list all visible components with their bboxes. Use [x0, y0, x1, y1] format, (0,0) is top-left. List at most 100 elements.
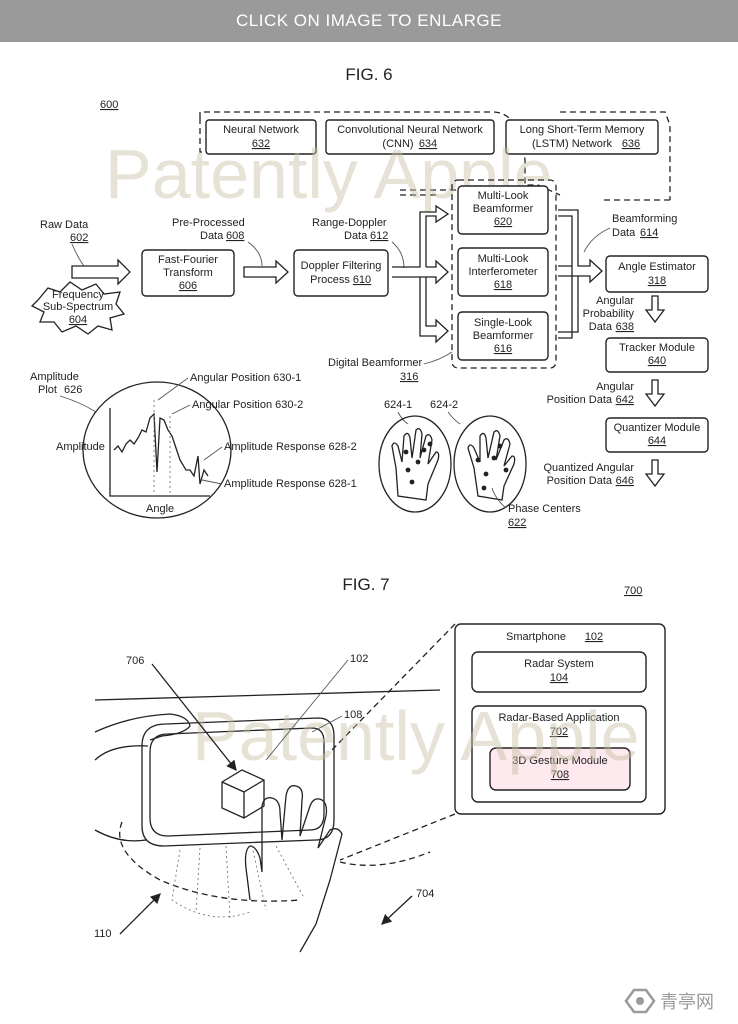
hand-circle-2: [453, 415, 527, 513]
logo-graphic: 青亭网: [624, 988, 714, 1014]
multi-look-interferometer-box: [457, 247, 549, 297]
range-doppler-label-1: Range-Doppler: [312, 217, 387, 229]
raw-data-arrow: [71, 258, 131, 286]
amplitude-plot-circle: [82, 381, 232, 519]
tracker-num: 640: [648, 355, 666, 367]
ang-pos-630-1: Angular Position 630-1: [190, 372, 301, 384]
tracker-label: Tracker Module: [619, 342, 695, 354]
ref-108: 108: [344, 709, 362, 721]
radar-app-num: 702: [550, 726, 568, 738]
amp-plot-label-2: Plot: [38, 384, 57, 396]
ang-prob-1: Angular: [596, 295, 634, 307]
range-doppler-label-2: Data: [344, 230, 368, 242]
radar-system-box: [471, 651, 647, 693]
patent-diagram[interactable]: FIG. 6 600 Neural Network 632 Convolutio…: [0, 42, 738, 1024]
slb-num: 616: [494, 343, 512, 355]
merge-arrows: [558, 209, 603, 339]
quantizer-label: Quantizer Module: [614, 422, 701, 434]
right-hand: [244, 785, 343, 953]
bf-data-label-2: Data: [612, 227, 636, 239]
nn-label: Neural Network: [223, 124, 299, 136]
mli-num: 618: [494, 279, 512, 291]
doppler-label-1: Doppler Filtering: [301, 260, 382, 272]
nn-group: Neural Network 632 Convolutional Neural …: [199, 111, 671, 201]
preproc-label-1: Pre-Processed: [172, 217, 245, 229]
mlb-num: 620: [494, 216, 512, 228]
radar-num: 104: [550, 672, 568, 684]
cnn-label: Convolutional Neural Network: [337, 124, 483, 136]
fig6-ref: 600: [100, 99, 118, 111]
cnn-box: [325, 119, 495, 155]
hand-ref-2: 624-2: [430, 399, 458, 411]
ang-prob-2: Probability: [583, 308, 635, 320]
doppler-box: [293, 249, 389, 297]
preproc-label-2: Data: [200, 230, 224, 242]
freq-label-1: Frequency: [52, 289, 104, 301]
slb-label-2: Beamformer: [473, 330, 534, 342]
mli-label-2: Interferometer: [468, 266, 537, 278]
radar-app-label: Radar-Based Application: [498, 712, 619, 724]
neural-network-box: [205, 119, 317, 155]
raw-data-label: Raw Data: [40, 219, 89, 231]
phase-centers-num: 622: [508, 517, 526, 529]
quant-pos-1: Quantized Angular: [543, 462, 634, 474]
digital-beamformer-container: [451, 179, 557, 369]
gesture-num: 708: [551, 769, 569, 781]
amplitude-axes: [109, 408, 210, 497]
freq-num: 604: [69, 314, 87, 326]
preproc-num: 608: [226, 230, 244, 242]
smartphone-num: 102: [585, 631, 603, 643]
table-edge: [94, 689, 441, 701]
ref-110: 110: [94, 928, 112, 940]
cnn-label-2: (CNN): [382, 138, 413, 150]
phase-centers-label: Phase Centers: [508, 503, 581, 515]
phase-centers: [403, 441, 509, 491]
digital-bf-num: 316: [400, 371, 418, 383]
radar-label: Radar System: [524, 658, 594, 670]
ang-pos-num: 642: [616, 394, 634, 406]
fft-num: 606: [179, 280, 197, 292]
bf-data-label-1: Beamforming: [612, 213, 677, 225]
fig6-title: FIG. 6: [345, 65, 392, 84]
phone-illustration: [141, 717, 335, 847]
gesture-module-box: [489, 747, 631, 791]
amp-resp-628-1: Amplitude Response 628-1: [224, 478, 357, 490]
fig7-title: FIG. 7: [342, 575, 389, 594]
single-look-beamformer-box: [457, 311, 549, 361]
hand-palm-2: [467, 430, 516, 501]
angle-est-label: Angle Estimator: [618, 261, 696, 273]
nn-num: 632: [252, 138, 270, 150]
amp-plot-label-1: Amplitude: [30, 371, 79, 383]
split-arrows: [392, 204, 450, 344]
hand-palm-1: [391, 428, 440, 501]
multi-look-beamformer-box: [457, 185, 549, 235]
ang-prob-num: 638: [616, 321, 634, 333]
amplitude-curve: [113, 412, 209, 485]
arrow-down-3: [644, 459, 666, 488]
range-doppler-num: 612: [370, 230, 388, 242]
amp-axis-label: Amplitude: [56, 441, 105, 453]
arrow-down-1: [644, 295, 666, 324]
hexagon-icon: [624, 988, 656, 1014]
logo-text: 青亭网: [660, 992, 714, 1013]
fft-label-2: Transform: [163, 267, 213, 279]
logo-dot-icon: [636, 997, 644, 1005]
smartphone-label: Smartphone: [506, 631, 566, 643]
amp-resp-628-2: Amplitude Response 628-2: [224, 441, 357, 453]
fig7-watermark: Patently Apple: [192, 697, 640, 775]
quant-pos-num: 646: [616, 475, 634, 487]
angle-axis-label: Angle: [146, 503, 174, 515]
mlb-label-2: Beamformer: [473, 203, 534, 215]
preproc-arrow: [243, 259, 289, 285]
slb-label-1: Single-Look: [474, 317, 533, 329]
site-logo: 青亭网: [620, 984, 730, 1018]
quant-pos-2: Position Data: [547, 475, 613, 487]
ref-704: 704: [416, 888, 434, 900]
ref-706: 706: [126, 655, 144, 667]
quantizer-box: [605, 417, 709, 453]
fft-box: [141, 249, 235, 297]
enlarge-banner[interactable]: CLICK ON IMAGE TO ENLARGE: [0, 0, 738, 42]
lstm-label-2: (LSTM) Network: [532, 138, 613, 150]
gesture-label: 3D Gesture Module: [512, 755, 607, 767]
ref-102: 102: [350, 653, 368, 665]
